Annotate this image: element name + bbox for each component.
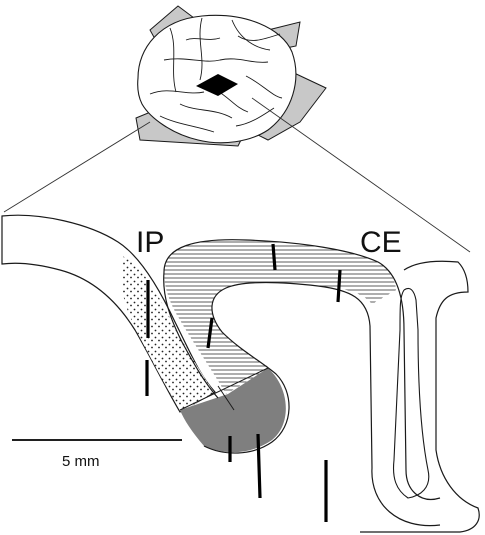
brain-inset-sulci [149, 17, 283, 133]
electrode-tracks [145, 243, 342, 522]
projection-line-left [3, 121, 151, 213]
track-fold-left [206, 317, 214, 349]
track-ce-right [336, 269, 342, 303]
tip-boundary-line [179, 367, 269, 411]
label-ce: CE [360, 226, 402, 259]
gyrus-tip-dark-region [180, 368, 286, 453]
brain-inset [135, 5, 327, 147]
scale-bar-label: 5 mm [62, 453, 100, 470]
ip-stippled-region [122, 256, 214, 412]
fold-outer-outline [163, 239, 441, 500]
track-tip-right [256, 433, 262, 499]
right-wall-outline [360, 260, 480, 533]
fold-inner-outline [203, 281, 441, 527]
fold-left-outline [163, 271, 219, 399]
track-ce-top [271, 243, 277, 271]
tip-pointer-line [217, 385, 235, 411]
right-wall-inner [392, 287, 430, 499]
projection-line-right [251, 97, 471, 253]
label-ip: IP [136, 226, 164, 259]
brain-inset-sample-region [196, 74, 238, 96]
